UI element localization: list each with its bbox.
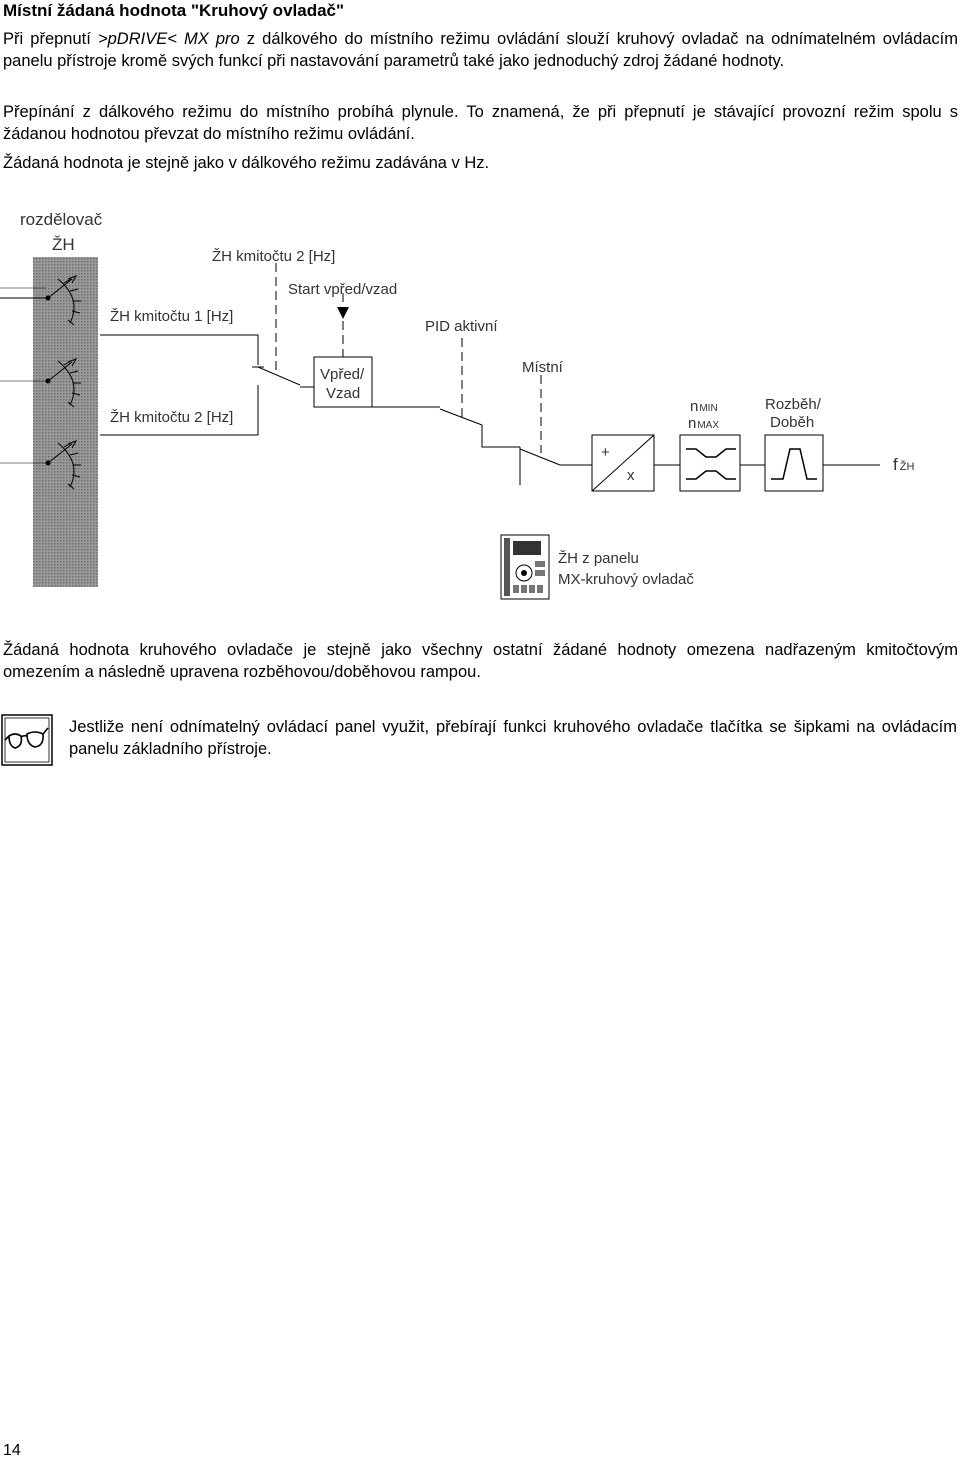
product-name: >pDRIVE< MX pro <box>97 30 240 48</box>
potentiometer-3 <box>47 440 81 490</box>
glasses-icon <box>1 714 53 766</box>
hz-paragraph: Žádaná hodnota je stejně jako v dálkovéh… <box>3 154 490 172</box>
intro-paragraph: Při přepnutí >pDRIVE< MX pro z dálkového… <box>3 28 958 72</box>
setpoint-block-diagram: rozdělovač ŽH <box>0 210 914 600</box>
ramp-label-line1: Rozběh/ <box>765 396 822 413</box>
ramp-block <box>764 434 824 492</box>
fwd-rev-box <box>313 356 373 408</box>
potentiometer-2 <box>47 358 81 408</box>
fwd-arrow <box>337 307 349 319</box>
label-local: Místní <box>522 359 564 376</box>
intro-text-end: z dálkového do místního režimu ovládání … <box>3 30 959 70</box>
potentiometer-1 <box>47 275 81 326</box>
ramp-label-line2: Doběh <box>770 414 814 431</box>
panel-label-line1: ŽH z panelu <box>558 550 639 567</box>
page-title: Místní žádaná hodnota "Kruhový ovladač" <box>3 1 345 20</box>
label-zh-freq2-top: ŽH kmitočtu 2 [Hz] <box>212 248 335 265</box>
switching-paragraph: Přepínání z dálkového režimu do místního… <box>3 103 958 143</box>
sign-times: x <box>627 467 635 484</box>
note-text: Jestliže není odnímatelný ovládací panel… <box>69 718 957 758</box>
label-n-max: nMAX <box>688 415 719 432</box>
sign-plus: + <box>601 444 610 461</box>
label-n-min: nMIN <box>690 398 718 415</box>
distributor-label-line1: rozdělovač <box>20 210 103 229</box>
distributor-label-line2: ŽH <box>52 235 75 254</box>
panel-label-line2: MX-kruhový ovladač <box>558 571 694 588</box>
label-pid-active: PID aktivní <box>425 318 498 335</box>
fwd-rev-line2: Vzad <box>326 385 360 402</box>
control-dashed-lines <box>275 263 542 453</box>
keypad-panel-icon <box>500 534 550 600</box>
fwd-rev-line1: Vpřed/ <box>320 366 365 383</box>
label-zh-freq2: ŽH kmitočtu 2 [Hz] <box>110 409 233 426</box>
distributor-bar <box>33 257 98 587</box>
label-start-fwd-rev: Start vpřed/vzad <box>288 281 397 298</box>
limits-paragraph: Žádaná hodnota kruhového ovladače je ste… <box>3 641 958 681</box>
limiter-block <box>679 434 741 492</box>
page-number: 14 <box>3 1442 21 1459</box>
label-zh-freq1: ŽH kmitočtu 1 [Hz] <box>110 308 233 325</box>
intro-text-start: Při přepnutí <box>3 30 98 48</box>
